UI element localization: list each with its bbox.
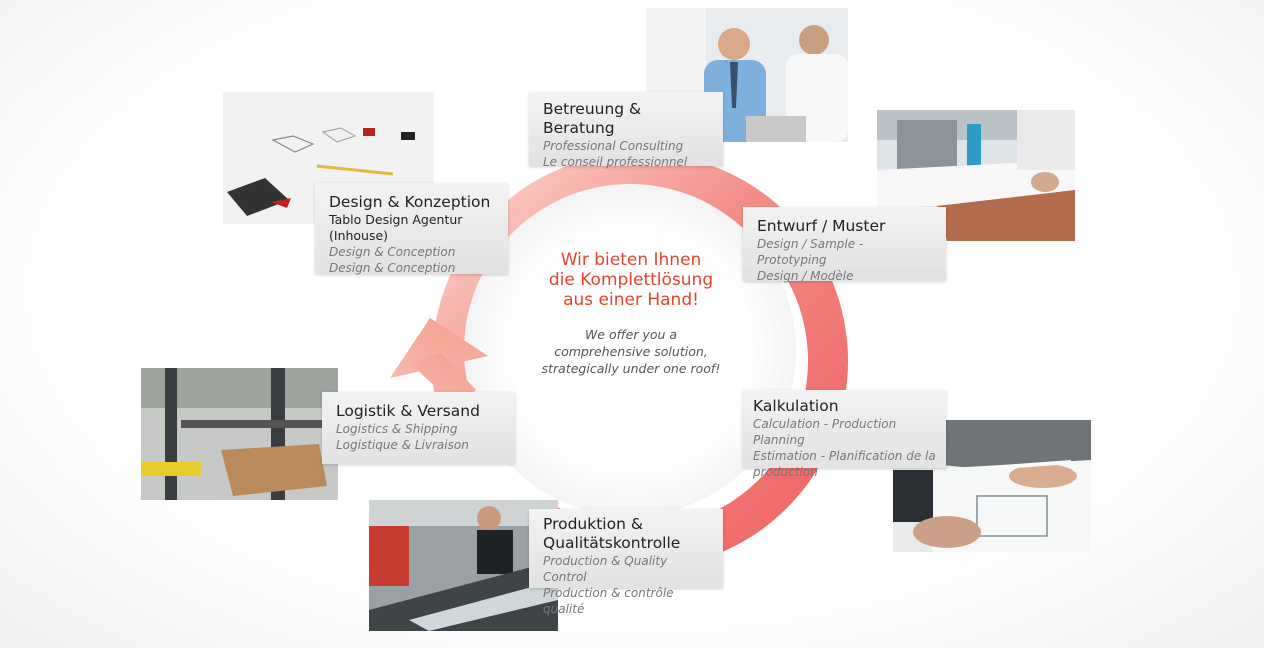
step-line: Logistique & Livraison [336, 438, 469, 452]
step-title: Produktion & [543, 515, 643, 533]
photo-prototyping [877, 110, 1075, 241]
center-english: comprehensive solution, [554, 344, 708, 359]
step-line: Estimation - Planification de la [753, 449, 936, 463]
step-line: Production & contrôle qualité [543, 586, 674, 616]
step-line: Design / Modèle [757, 269, 854, 283]
center-english: strategically under one roof! [541, 361, 721, 376]
photo-production [369, 500, 558, 631]
cycle-arrow-head [390, 318, 488, 378]
step-subtitle: Tablo Design Agentur (Inhouse) [329, 212, 463, 243]
step-line: Calculation - Production Planning [753, 417, 897, 447]
step-line: Production & Quality Control [543, 554, 668, 584]
step-line: Design / Sample - Prototyping [757, 237, 864, 267]
step-card-design: Design & Konzeption Tablo Design Agentur… [315, 183, 508, 275]
center-english: We offer you a [584, 327, 678, 342]
center-headline: Wir bieten Ihnen [560, 250, 702, 270]
center-message: Wir bieten Ihnen die Komplettlösung aus … [520, 250, 742, 377]
center-headline: aus einer Hand! [563, 290, 699, 310]
step-title: Logistik & Versand [336, 402, 480, 420]
step-title: Entwurf / Muster [757, 217, 886, 235]
step-line: production [753, 465, 818, 479]
step-card-produktion: Produktion & Qualitätskontrolle Producti… [529, 509, 723, 616]
step-line: Design & Conception [329, 245, 456, 259]
step-line: Logistics & Shipping [336, 422, 458, 436]
step-line: Professional Consulting [543, 139, 684, 153]
step-card-entwurf: Entwurf / Muster Design / Sample - Proto… [743, 207, 946, 283]
step-title: Qualitätskontrolle [543, 534, 681, 552]
step-title: Design & Konzeption [329, 193, 491, 211]
step-line: Design & Conception [329, 261, 456, 275]
step-card-logistik: Logistik & Versand Logistics & Shipping … [322, 392, 515, 464]
photo-logistics [141, 368, 338, 500]
center-headline: die Komplettlösung [548, 270, 714, 290]
step-line: Le conseil professionnel [543, 155, 688, 169]
step-card-beratung: Betreuung & Beratung Professional Consul… [529, 92, 723, 169]
step-title: Betreuung & Beratung [543, 100, 642, 137]
step-card-kalkulation: Kalkulation Calculation - Production Pla… [743, 390, 946, 479]
step-title: Kalkulation [753, 397, 839, 415]
